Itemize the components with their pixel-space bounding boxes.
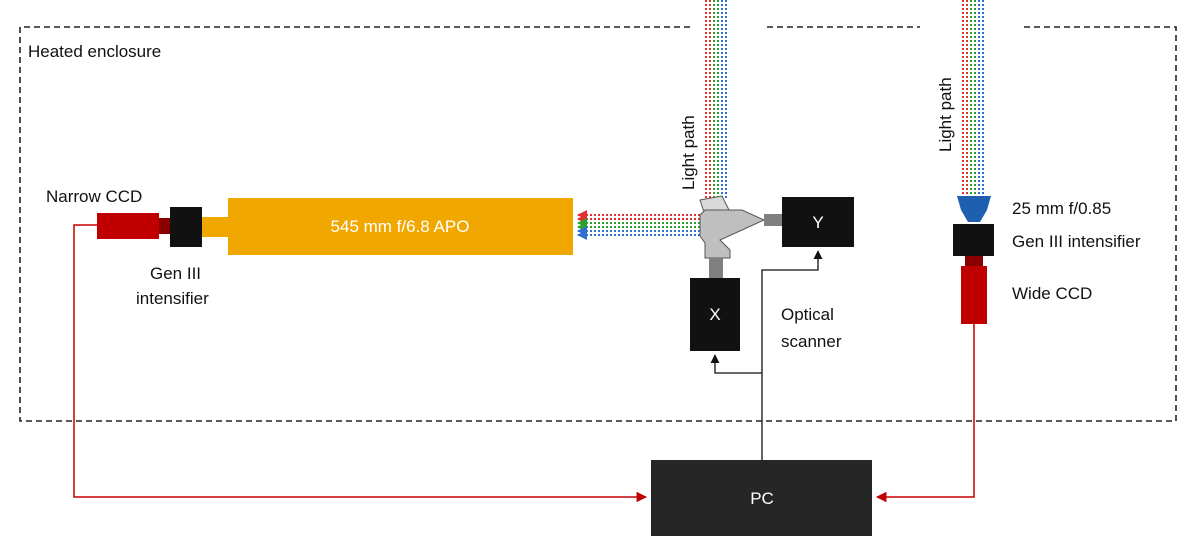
narrow-lens-mount (202, 217, 230, 237)
wide-lens (957, 196, 991, 222)
wide-ccd (961, 266, 987, 324)
scanner-mirror-assembly (699, 195, 784, 280)
scanner-y-motor (782, 197, 854, 247)
wide-lens-label: 25 mm f/0.85 (1012, 199, 1111, 218)
gen3-intensifier-right (953, 224, 994, 256)
gen3-left-label-line1: Gen III (150, 264, 201, 283)
heated-enclosure-border (19, 26, 1177, 422)
wide-ccd-signal-line (875, 324, 975, 503)
light-path-left-beams (705, 0, 727, 200)
shaft-y (764, 214, 784, 226)
scanner-x-label: X (709, 305, 720, 324)
horizontal-beam-arrows (577, 210, 700, 240)
light-path-left-label: Light path (679, 115, 698, 190)
scanner-x-motor (690, 278, 740, 351)
gen3-intensifier-left (170, 207, 202, 247)
scanner-y-label: Y (812, 213, 823, 232)
enclosure-label: Heated enclosure (28, 42, 161, 61)
light-path-right-label: Light path (936, 77, 955, 152)
optical-scanner-label-line1: Optical (781, 305, 834, 324)
scanner-control-lines (710, 250, 823, 460)
pc-label: PC (750, 489, 774, 508)
narrow-lens-barrel (228, 198, 573, 255)
mirror-housing (699, 209, 766, 259)
shaft-x (709, 258, 723, 280)
gen3-left-label-line2: intensifier (136, 289, 209, 308)
wide-ccd-label: Wide CCD (1012, 284, 1092, 303)
narrow-ccd-connector (159, 218, 171, 234)
light-path-right-beams (962, 0, 984, 196)
narrow-ccd (97, 213, 159, 239)
wide-ccd-connector (965, 256, 983, 266)
narrow-lens-label: 545 mm f/6.8 APO (331, 217, 470, 236)
gen3-right-label: Gen III intensifier (1012, 232, 1141, 251)
narrow-ccd-signal-line (73, 224, 648, 503)
narrow-ccd-label: Narrow CCD (46, 187, 142, 206)
pc-box (651, 460, 872, 536)
optical-scanner-label-line2: scanner (781, 332, 842, 351)
